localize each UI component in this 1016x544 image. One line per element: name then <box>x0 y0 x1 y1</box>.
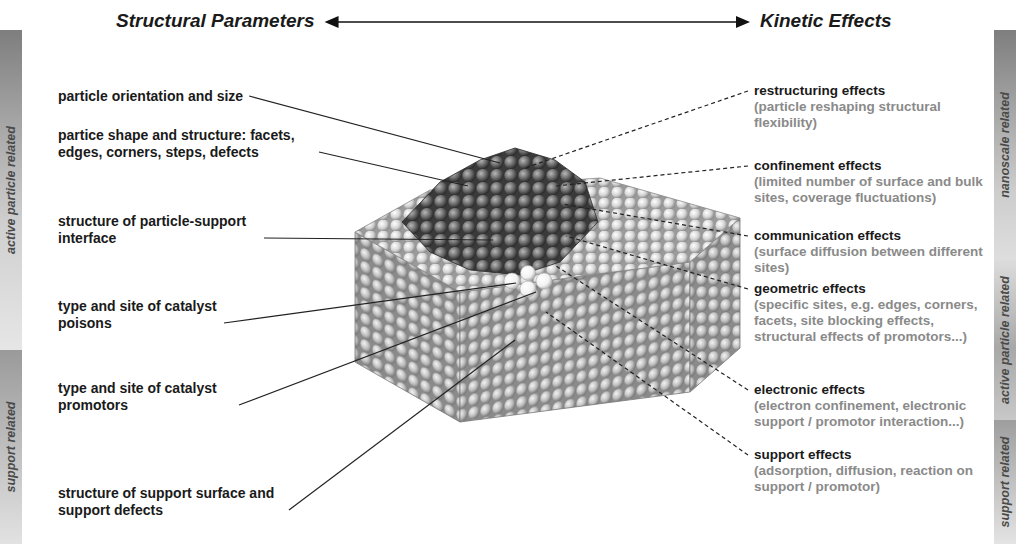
leader-line-dashed <box>562 204 748 236</box>
side-band: support related <box>0 350 22 544</box>
effect-heading: electronic effects <box>754 382 992 398</box>
leader-line <box>289 340 515 510</box>
band-label: support related <box>4 402 18 493</box>
effect-heading: restructuring effects <box>754 83 992 99</box>
effect-group: communication effects(surface diffusion … <box>754 228 992 276</box>
parameter-label: structure of support surface and support… <box>58 485 283 519</box>
leader-line <box>239 292 536 405</box>
parameter-label: partice shape and structure: facets, edg… <box>58 127 313 161</box>
leader-line-dashed <box>556 166 748 186</box>
double-arrow-shaft <box>335 21 740 23</box>
effect-description: (particle reshaping structural flexibili… <box>754 99 992 131</box>
effect-group: support effects(adsorption, diffusion, r… <box>754 447 992 495</box>
effect-description: (surface diffusion between different sit… <box>754 244 992 276</box>
leader-line-dashed <box>556 266 748 390</box>
effect-description: (limited number of surface and bulk site… <box>754 174 992 206</box>
leader-line-dashed <box>566 236 748 289</box>
band-label: nanoscale related <box>998 92 1012 198</box>
effect-description: (electron confinement, electronic suppor… <box>754 398 992 430</box>
effect-heading: communication effects <box>754 228 992 244</box>
leader-line <box>264 238 493 240</box>
parameter-label: type and site of catalyst promotors <box>58 380 233 414</box>
effect-heading: geometric effects <box>754 281 992 297</box>
side-band: active particle related <box>994 260 1016 420</box>
band-label: active particle related <box>998 276 1012 404</box>
parameter-label: structure of particle-support interface <box>58 213 258 247</box>
effect-group: confinement effects(limited number of su… <box>754 158 992 206</box>
side-band: nanoscale related <box>994 30 1016 260</box>
effect-group: restructuring effects(particle reshaping… <box>754 83 992 131</box>
parameter-label: particle orientation and size <box>58 88 243 105</box>
band-label: support related <box>998 437 1012 528</box>
leader-line <box>224 283 516 323</box>
effect-group: electronic effects(electron confinement,… <box>754 382 992 430</box>
leader-line-dashed <box>546 312 748 455</box>
effect-heading: support effects <box>754 447 992 463</box>
effect-group: geometric effects(specific sites, e.g. e… <box>754 281 992 345</box>
side-band: active particle related <box>0 30 22 350</box>
arrow-head <box>325 16 339 28</box>
leader-line-dashed <box>525 91 748 168</box>
column-heading: Kinetic Effects <box>760 10 892 32</box>
band-label: active particle related <box>4 126 18 254</box>
side-band: support related <box>994 420 1016 544</box>
effect-heading: confinement effects <box>754 158 992 174</box>
parameter-label: type and site of catalyst poisons <box>58 298 218 332</box>
leader-line <box>319 152 468 186</box>
effect-description: (adsorption, diffusion, reaction on supp… <box>754 463 992 495</box>
effect-description: (specific sites, e.g. edges, corners, fa… <box>754 297 992 345</box>
arrow-head <box>736 16 750 28</box>
column-heading: Structural Parameters <box>116 10 315 32</box>
